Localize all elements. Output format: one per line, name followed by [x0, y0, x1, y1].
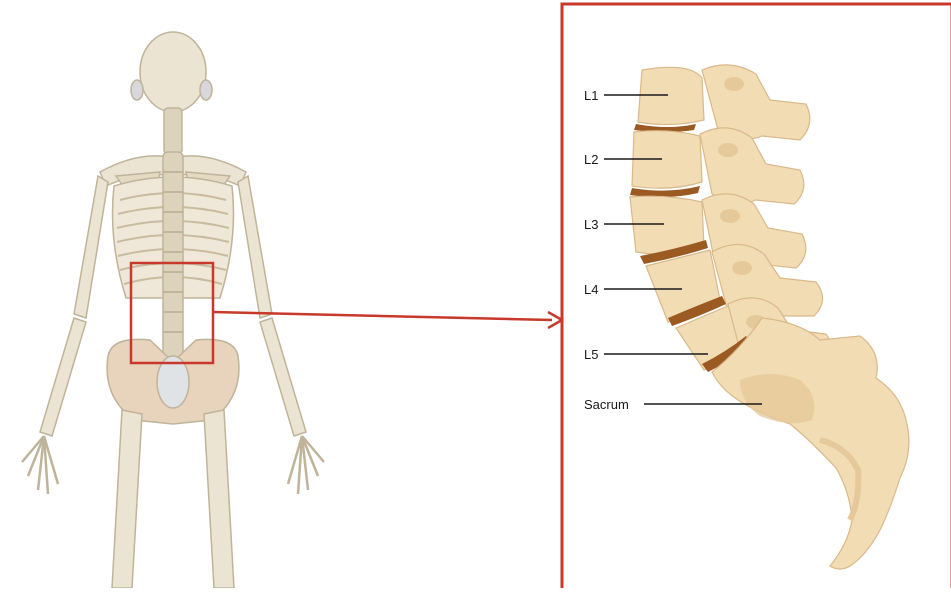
cervical-spine — [164, 108, 182, 154]
right-forearm — [260, 318, 306, 436]
label-l4: L4 — [584, 282, 598, 297]
skeleton-posterior-view — [22, 32, 324, 588]
left-ear — [131, 80, 143, 100]
skull — [140, 32, 206, 112]
right-ear — [200, 80, 212, 100]
label-sacrum: Sacrum — [584, 397, 629, 412]
label-l3: L3 — [584, 217, 598, 232]
left-upper-arm — [74, 176, 108, 318]
right-upper-arm — [238, 176, 272, 318]
left-femur — [112, 410, 142, 588]
label-l2: L2 — [584, 152, 598, 167]
right-femur — [204, 410, 234, 588]
label-l5: L5 — [584, 347, 598, 362]
label-l1: L1 — [584, 88, 598, 103]
left-forearm — [40, 318, 86, 436]
vertebral-column — [163, 152, 183, 362]
right-hand — [288, 436, 324, 494]
left-hand — [22, 436, 58, 494]
